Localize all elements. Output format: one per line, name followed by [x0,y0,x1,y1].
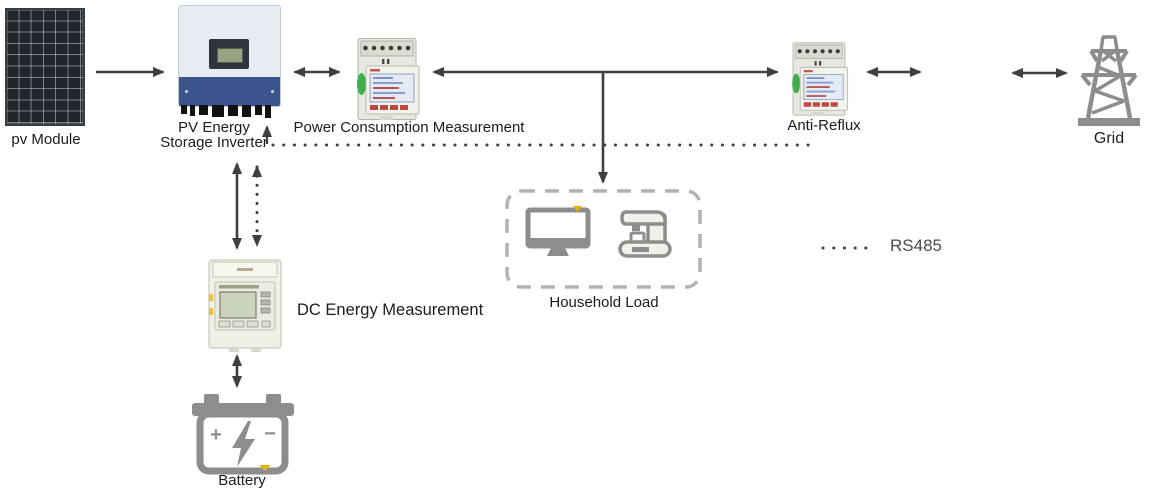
household-dashed-border [505,189,702,289]
pv-module-icon [5,8,85,126]
battery-minus-sign: − [264,423,276,445]
pv-module-label: pv Module [11,131,81,148]
power-meter-label: Power Consumption Measurement [293,119,525,136]
anti-reflux-label: Anti-Reflux [787,117,861,134]
anti-reflux-meter-icon [785,41,853,117]
inverter-icon [178,5,281,119]
inverter-blue-band [179,77,280,106]
inverter-label-line1: PV Energy [178,119,250,136]
dc-meter-label: DC Energy Measurement [297,301,484,319]
meter-led-green [357,73,366,95]
battery-yellow-mark [259,465,271,471]
power-meter-icon [349,37,425,121]
inverter-body [178,5,281,107]
battery-icon: + − [192,394,294,478]
household-load-label: Household Load [549,294,659,311]
meter-led-green [792,73,801,94]
inverter-display [209,39,249,69]
battery-plus-sign: + [210,424,222,446]
monitor-icon [525,206,591,262]
household-load-box [505,189,702,289]
grid-label: Grid [1093,130,1125,147]
dc-meter-icon [203,256,287,352]
grid-tower-icon [1078,34,1140,126]
inverter-connectors [178,105,279,118]
monitor-cursor-mark [573,206,582,212]
battery-label: Battery [218,472,266,489]
inverter-label-line2: Storage Inverter [160,134,268,151]
inverter-label: PV Energy Storage Inverter [152,120,276,150]
rs485-legend-label: RS485 [890,236,942,255]
coffee-machine-icon [618,208,674,260]
inverter-screen [217,48,243,63]
battery-bolt-icon [232,421,255,467]
dc-meter-lcd [219,291,257,319]
